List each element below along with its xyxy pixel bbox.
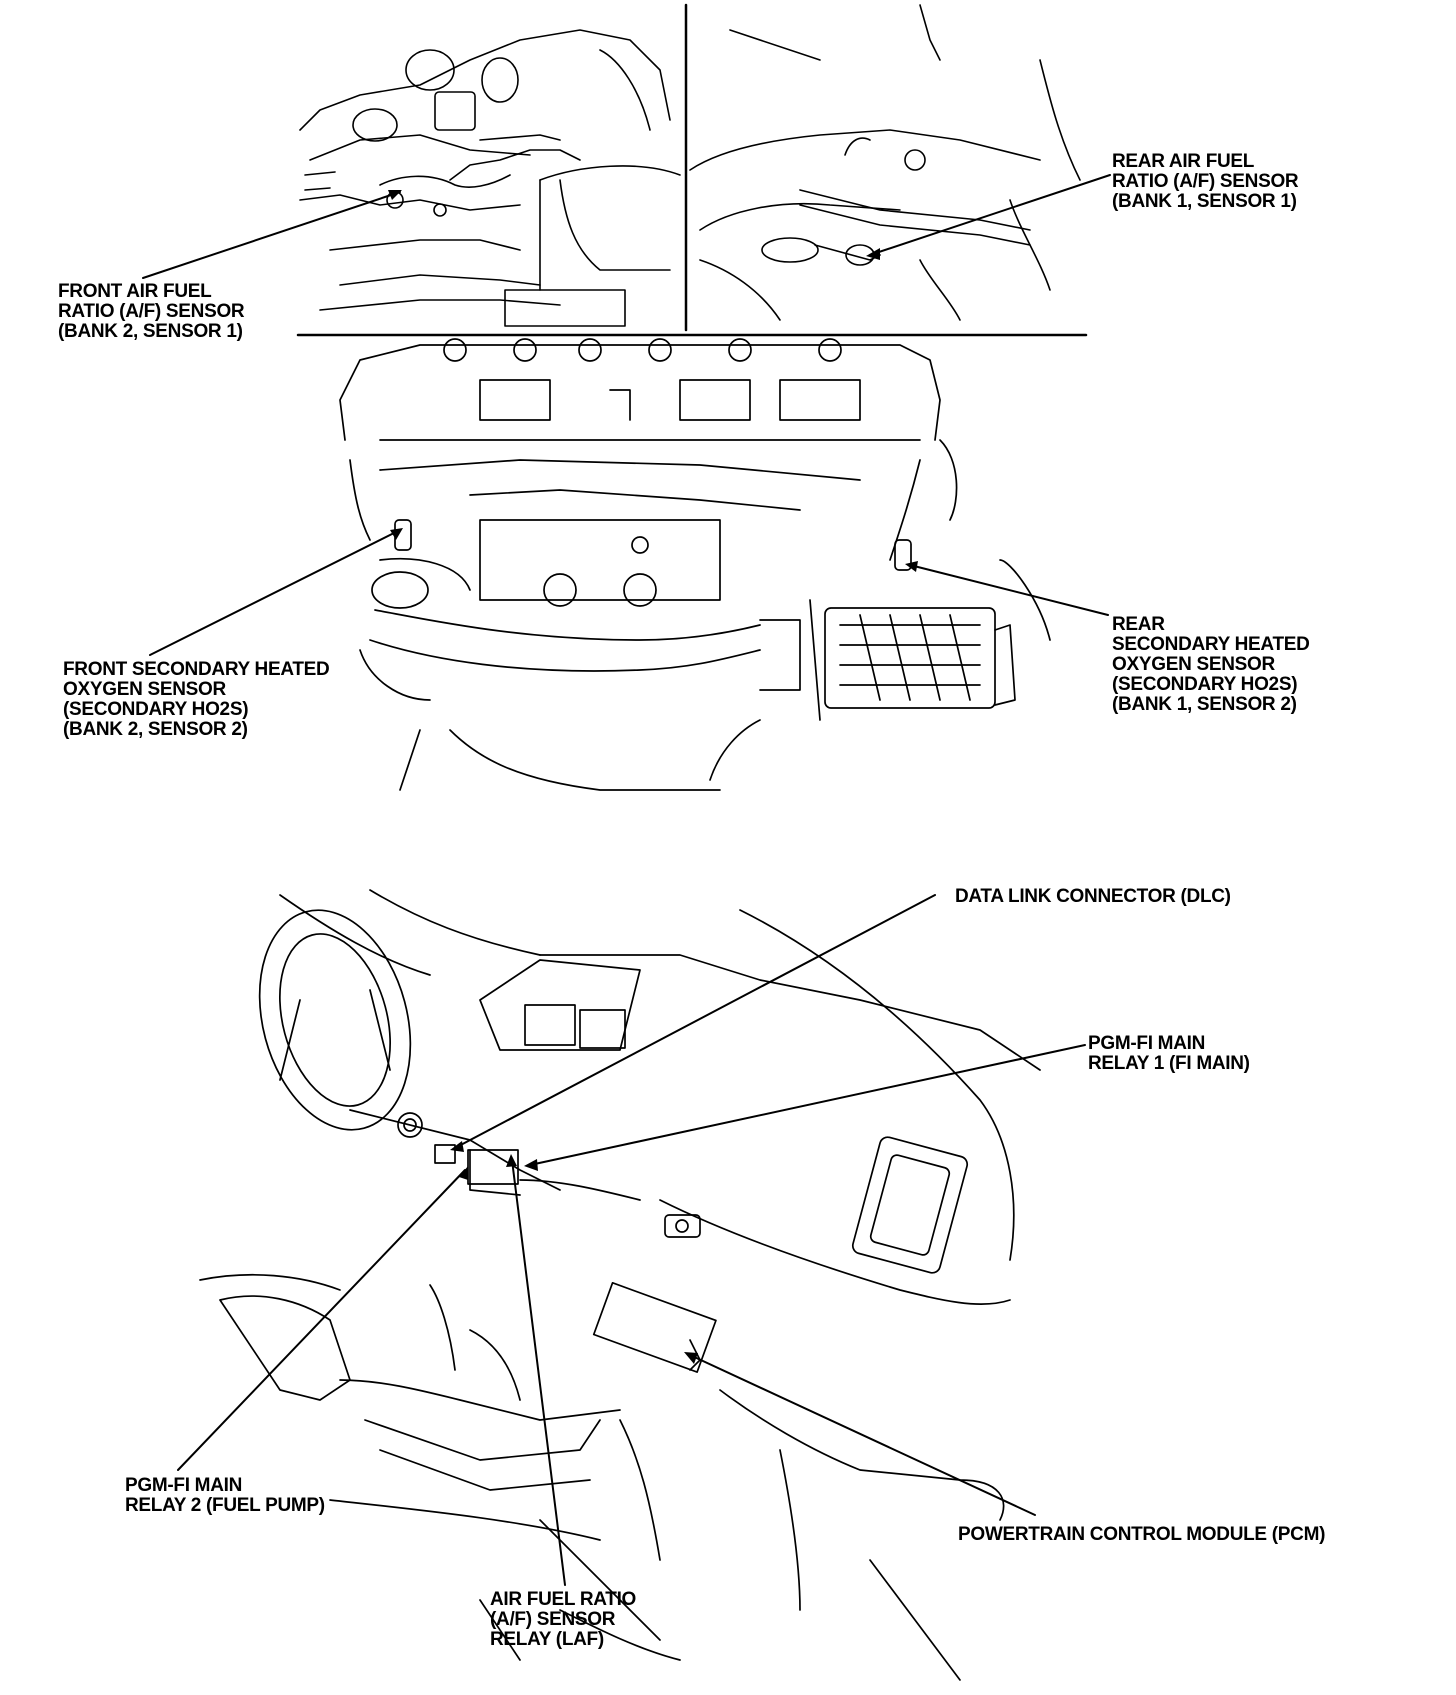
label-data-link-connector: DATA LINK CONNECTOR (DLC) <box>955 886 1231 907</box>
label-rear-secondary-ho2s: REAR SECONDARY HEATED OXYGEN SENSOR (SEC… <box>1112 614 1310 715</box>
leader-lines <box>142 174 1111 1586</box>
engine-bay-left-drawing <box>299 29 681 327</box>
label-front-af-sensor: FRONT AIR FUEL RATIO (A/F) SENSOR (BANK … <box>58 281 245 342</box>
label-pgm-fi-main-relay-2: PGM-FI MAIN RELAY 2 (FUEL PUMP) <box>125 1475 325 1516</box>
label-pgm-fi-main-relay-1: PGM-FI MAIN RELAY 1 (FI MAIN) <box>1088 1033 1250 1074</box>
panel-dividers <box>296 3 1088 337</box>
label-front-secondary-ho2s: FRONT SECONDARY HEATED OXYGEN SENSOR (SE… <box>63 659 330 740</box>
engine-bay-right-drawing <box>689 4 1081 321</box>
label-af-sensor-relay: AIR FUEL RATIO (A/F) SENSOR RELAY (LAF) <box>490 1589 637 1650</box>
label-rear-af-sensor: REAR AIR FUEL RATIO (A/F) SENSOR (BANK 1… <box>1112 151 1299 212</box>
dashboard-interior-drawing <box>199 889 1041 1681</box>
label-powertrain-control-module: POWERTRAIN CONTROL MODULE (PCM) <box>958 1524 1326 1545</box>
exhaust-manifold-drawing <box>339 338 1051 791</box>
